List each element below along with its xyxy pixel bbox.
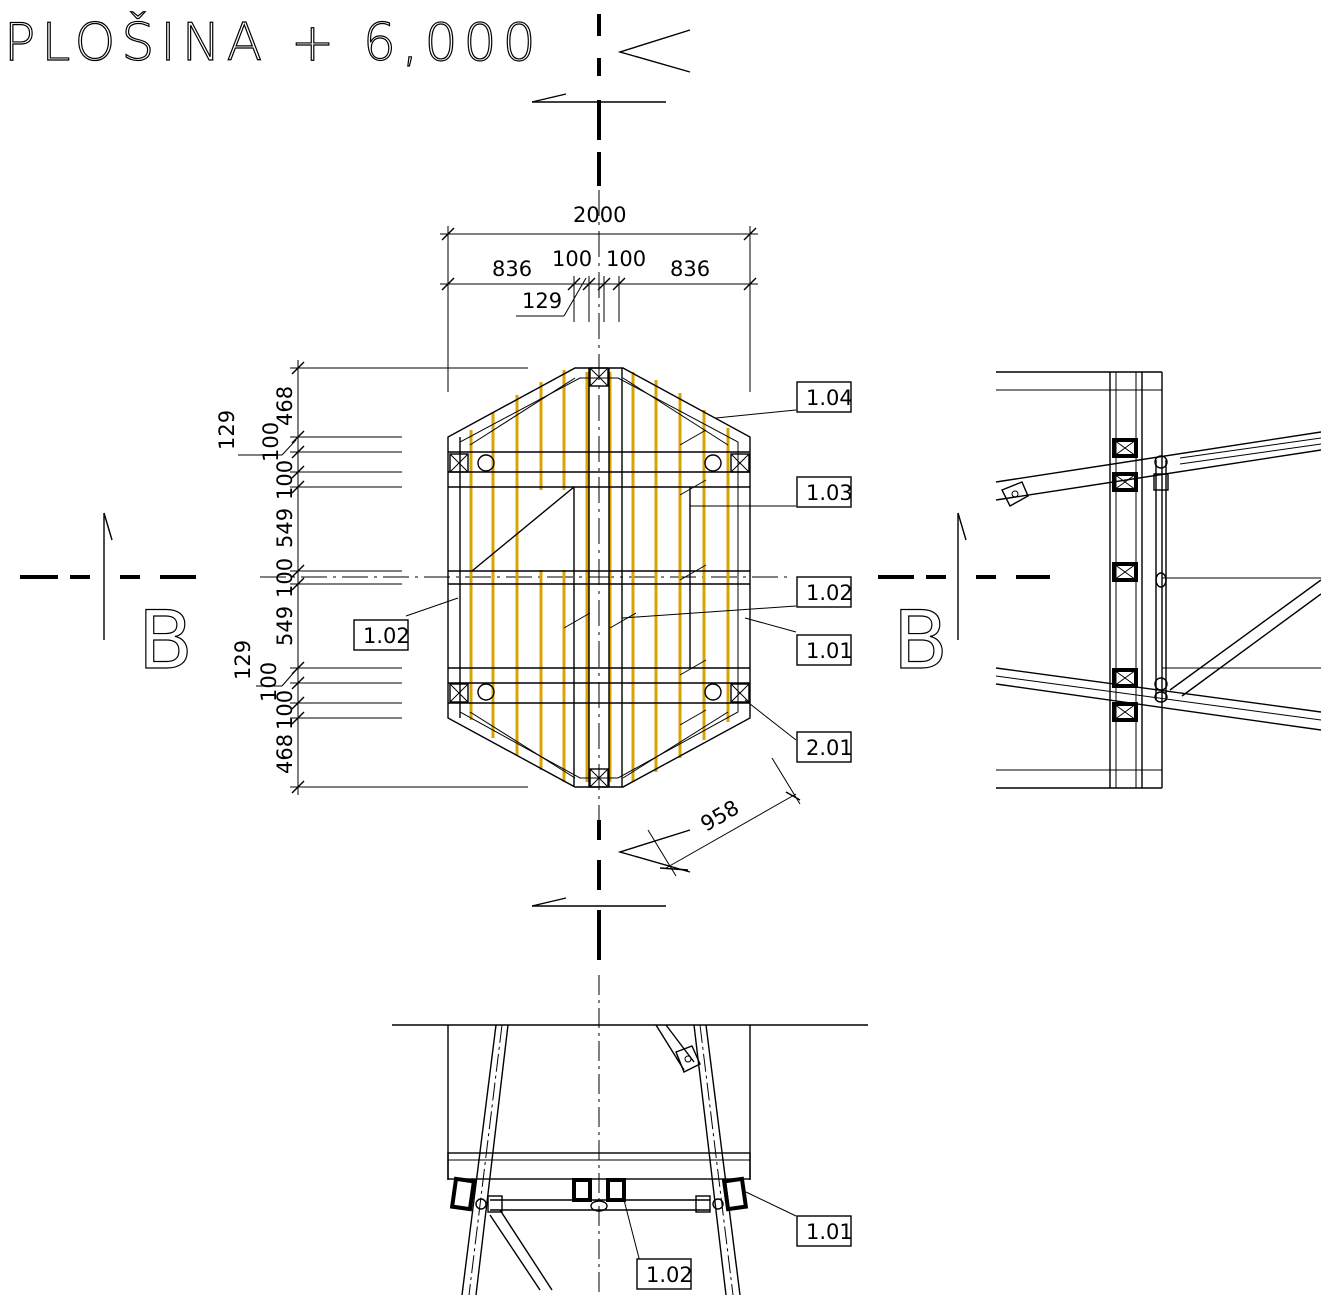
tag-1-02-bottom: 1.02 [636, 1258, 693, 1290]
svg-text:1.02: 1.02 [806, 581, 853, 605]
dim-left-549-bottom: 549 [273, 606, 297, 646]
tag-1-01-bottom: 1.01 [796, 1215, 853, 1247]
dim-overall-width: 2000 [573, 203, 626, 227]
post-box-right-bottom [730, 683, 750, 703]
side-view-right [995, 371, 1321, 789]
svg-text:1.02: 1.02 [363, 624, 410, 648]
bottom-elevation [392, 1024, 868, 1295]
dim-segment-2: 100 [552, 247, 592, 271]
dim-left-129-bottom: 129 [231, 640, 255, 680]
section-a-top-mark [531, 29, 691, 103]
post-box-top-center [589, 367, 609, 387]
tag-1-03: 1.03 [796, 476, 853, 508]
dim-center-offset: 129 [522, 289, 562, 313]
left-dimensions [238, 360, 528, 795]
tag-1-04: 1.04 [796, 381, 853, 413]
leader-lines [405, 409, 797, 741]
dim-958-lines [647, 757, 801, 877]
dim-segment-1: 836 [492, 257, 532, 281]
tag-1-02-right: 1.02 [796, 576, 853, 608]
dim-left-468-bottom: 468 [273, 734, 297, 774]
tag-1-01-right: 1.01 [796, 634, 853, 666]
dim-left-129-top: 129 [215, 410, 239, 450]
tag-1-02-left: 1.02 [353, 619, 410, 651]
dim-left-100-c: 100 [257, 662, 281, 702]
platform-plan [447, 367, 751, 788]
section-b-right-label: B [893, 594, 948, 687]
dim-segment-4: 836 [670, 257, 710, 281]
post-box-bottom-center [589, 768, 609, 788]
post-box-right-top [730, 453, 750, 473]
tag-2-01: 2.01 [796, 731, 853, 763]
dim-segment-3: 100 [606, 247, 646, 271]
svg-text:1.01: 1.01 [806, 1220, 853, 1244]
dim-left-468-top: 468 [273, 386, 297, 426]
svg-text:2.01: 2.01 [806, 736, 853, 760]
post-box-left-bottom [449, 683, 469, 703]
dim-left-100-b: 100 [273, 460, 297, 500]
svg-text:1.04: 1.04 [806, 386, 853, 410]
top-dimensions [440, 226, 758, 392]
dim-left-549-top: 549 [273, 508, 297, 548]
svg-text:1.01: 1.01 [806, 639, 853, 663]
svg-text:1.03: 1.03 [806, 481, 853, 505]
centerline-b-left [20, 512, 790, 640]
dim-left-100-d: 100 [273, 690, 297, 730]
svg-text:1.02: 1.02 [646, 1263, 693, 1287]
dim-left-100-a: 100 [259, 422, 283, 462]
section-b-left-label: B [138, 594, 193, 687]
centerline-b-right [878, 512, 1050, 640]
dim-diagonal-958: 958 [697, 795, 744, 836]
post-box-left-top [449, 453, 469, 473]
section-a-bottom-mark [531, 829, 691, 907]
drawing-title: PLOŠINA + 6,000 [4, 11, 542, 73]
dim-left-100-center: 100 [273, 558, 297, 598]
